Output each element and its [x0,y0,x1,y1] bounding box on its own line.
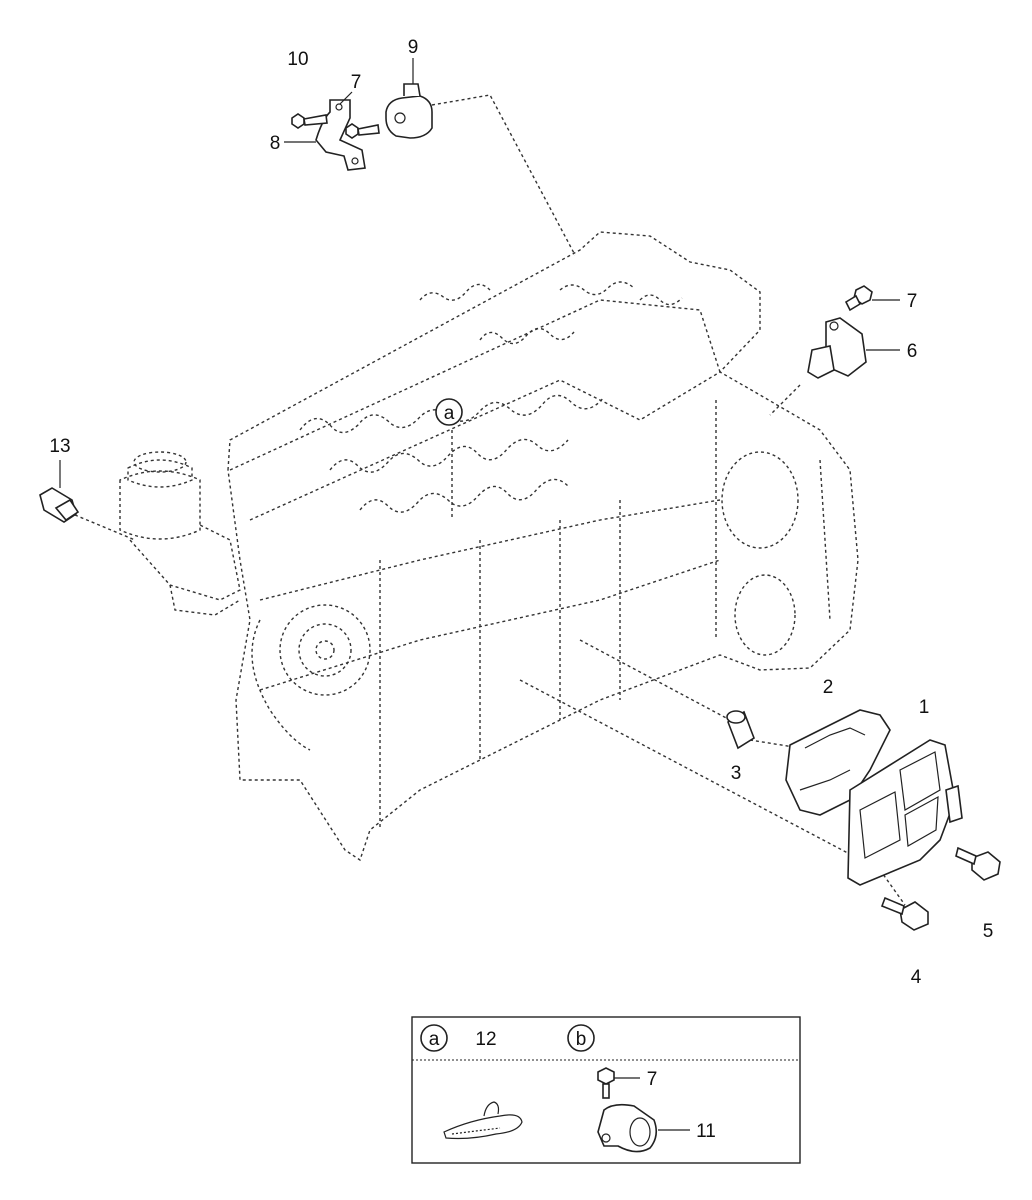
part-7-bolt-right [844,285,900,312]
marker-a-on-engine: a [435,398,463,426]
part-7-bolts-top [291,91,380,139]
oil-filter [119,451,241,616]
legend-marker-a [420,1024,448,1052]
part-8-bracket [284,99,366,171]
part-9-sensor [385,58,433,139]
callout-2: 2 [823,677,834,698]
legend-box: a 12 b 7 11 [411,1016,801,1164]
callout-7-top: 7 [351,72,362,93]
callout-4: 4 [911,967,922,988]
part-4-bolt [880,896,929,931]
legend-b-label: b [576,1029,587,1050]
callout-7-right: 7 [907,291,918,312]
engine-block [119,231,859,862]
legend-bolt-7-label: 7 [647,1069,658,1090]
dashed-leaders [74,94,906,906]
part-3-spacer [726,710,755,750]
legend-a-label: a [429,1029,440,1050]
part-12-seal [443,1101,523,1140]
marker-a-label: a [444,403,455,424]
legend-marker-b [567,1024,595,1052]
part-6-sensor [807,317,900,379]
callout-13: 13 [49,436,70,457]
part-5-bolt [955,846,1001,881]
callout-9: 9 [408,37,419,58]
legend-part-12-label: 12 [475,1029,496,1050]
callout-5: 5 [983,921,994,942]
part-2-bracket [785,709,891,816]
callout-3: 3 [731,763,742,784]
callout-6: 6 [907,341,918,362]
legend-sensor-11 [597,1103,690,1153]
part-1-ecu [847,739,963,886]
legend-bolt-7 [597,1067,640,1099]
callout-8: 8 [270,133,281,154]
callout-1: 1 [919,697,930,718]
callout-10: 10 [287,49,308,70]
legend-sensor-11-label: 11 [696,1121,716,1142]
part-13-sensor [39,460,80,523]
